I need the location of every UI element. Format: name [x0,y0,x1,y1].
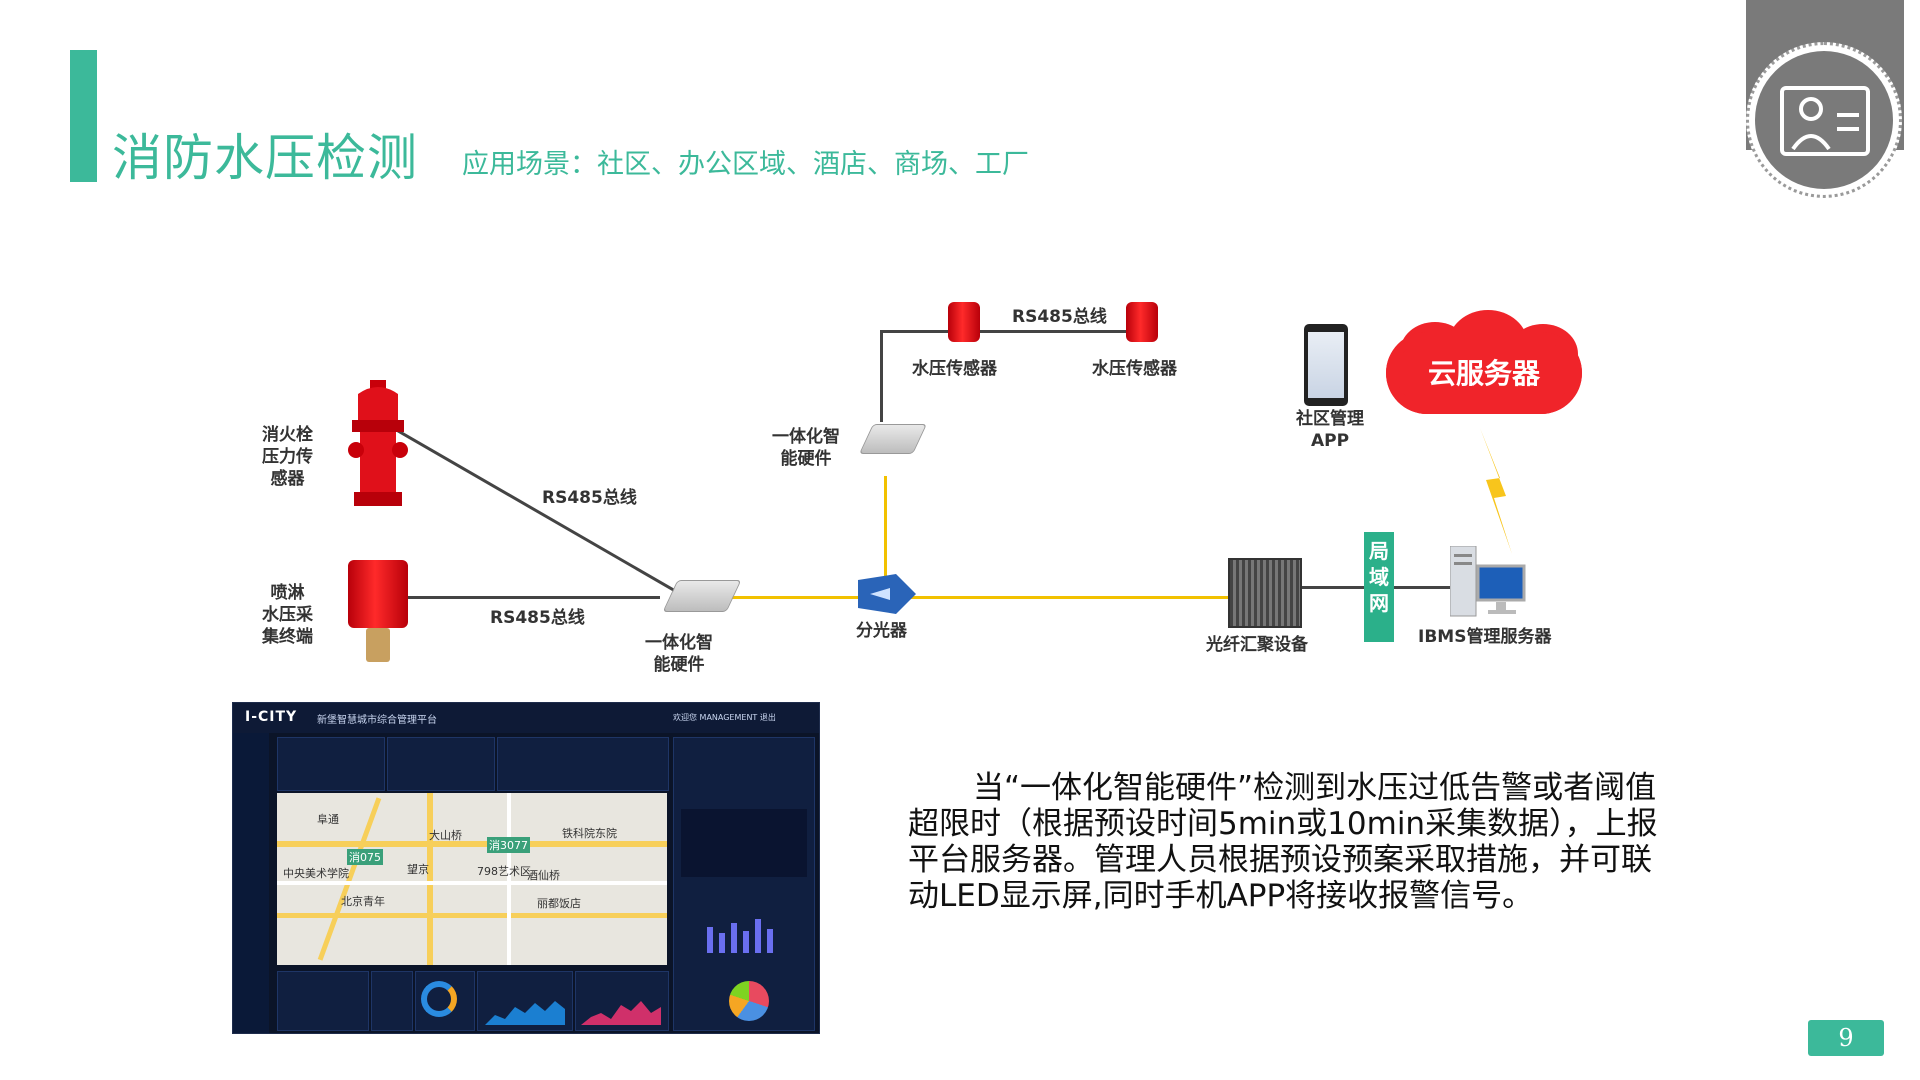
fiber-upper [884,476,887,598]
contact-card-icon [1755,51,1893,189]
app-label: 社区管理 APP [1296,409,1364,451]
page-subtitle: 应用场景：社区、办公区域、酒店、商场、工厂 [462,149,1029,180]
integrated-hardware-upper [859,424,927,454]
dashboard-user: 欢迎您 MANAGEMENT 退出 [673,713,776,722]
bar-chart-decor [703,913,783,957]
page-number: 9 [1808,1020,1884,1056]
lan-label: 局域网 [1369,539,1389,615]
dashboard-logo: I-CITY [245,709,298,725]
area-chart-decor [581,995,661,1029]
dashboard-title: 新堡智慧城市综合管理平台 [317,715,437,726]
network-map-decor [681,809,807,877]
map-label: 铁科院东院 [562,827,617,840]
ibms-server [1449,545,1526,624]
donut-decor [421,981,457,1017]
integrated-hardware-center-label: 一体化智 能硬件 [645,633,713,675]
map-road [277,841,667,847]
sprinkler-label: 喷淋 水压采 集终端 [262,583,313,647]
bottom-panel-2 [371,971,413,1031]
integrated-hardware-center [662,580,742,612]
map-label: 北京青年 [341,895,385,908]
wire-sprinkler [408,596,660,599]
dashboard-sidebar [233,733,269,1033]
ibms-server-label: IBMS管理服务器 [1418,627,1552,647]
map-road [507,793,511,965]
pie-decor [729,981,769,1021]
dashboard-screenshot: I-CITY 新堡智慧城市综合管理平台 欢迎您 MANAGEMENT 退出 阜通… [232,702,820,1034]
cloud-server [1386,332,1582,414]
map-label: 酒仙桥 [527,869,560,882]
pressure-sensor-2 [1126,302,1158,342]
fiber-aggregator [1228,558,1302,628]
splitter-device [856,574,918,618]
map-road [277,881,667,885]
pressure-sensor-1-label: 水压传感器 [912,359,997,379]
wire-upper-top [880,330,1142,333]
dashboard-header [233,703,819,733]
integrated-hardware-upper-label: 一体化智 能硬件 [772,427,840,469]
app-phone [1304,324,1348,406]
fiber-main [728,596,1228,599]
splitter-label: 分光器 [856,621,907,641]
bus-label-sprinkler: RS485总线 [490,608,585,628]
stat-panel-1 [277,737,385,791]
lan-badge: 局域网 [1364,532,1394,642]
lightning-icon [1470,428,1516,558]
map-label: 798艺术区 [477,865,531,878]
map-label: 中央美术学院 [283,867,349,880]
bus-label-top: RS485总线 [1012,307,1107,327]
stat-panel-3 [497,737,669,791]
fiber-aggregator-label: 光纤汇聚设备 [1206,635,1308,655]
pressure-sensor-2-label: 水压传感器 [1092,359,1177,379]
sprinkler-terminal [348,560,408,628]
dashboard-map: 阜通 望京 大山桥 中央美术学院 798艺术区 北京青年 铁科院东院 酒仙桥 丽… [277,793,667,965]
map-label: 大山桥 [429,829,462,842]
map-marker-tag[interactable]: 消075 [347,849,383,865]
map-road [427,793,433,965]
bottom-panel-1 [277,971,369,1031]
map-road [277,913,667,918]
wire-hydrant [394,428,710,612]
hydrant-device [348,380,408,514]
pressure-sensor-1 [948,302,980,342]
area-chart-decor [485,995,565,1029]
description-text: 当“一体化智能硬件”检测到水压过低告警或者阈值超限时（根据预设时间5min或10… [908,770,1658,914]
map-label: 丽都饭店 [537,897,581,910]
cloud-server-label: 云服务器 [1427,357,1540,390]
map-label: 阜通 [317,813,339,826]
map-marker-tag[interactable]: 消3077 [487,837,530,853]
wire-upper-vertical [880,330,883,422]
hydrant-label: 消火栓 压力传 感器 [262,425,313,489]
description-paragraph: 当“一体化智能硬件”检测到水压过低告警或者阈值超限时（根据预设时间5min或10… [908,770,1658,914]
sprinkler-nozzle [366,628,390,662]
app-screen [1308,332,1344,398]
stat-panel-2 [387,737,495,791]
page-title: 消防水压检测 [112,129,418,187]
map-label: 望京 [407,863,429,876]
bus-label-hydrant: RS485总线 [542,488,637,508]
title-accent-bar [70,50,97,182]
